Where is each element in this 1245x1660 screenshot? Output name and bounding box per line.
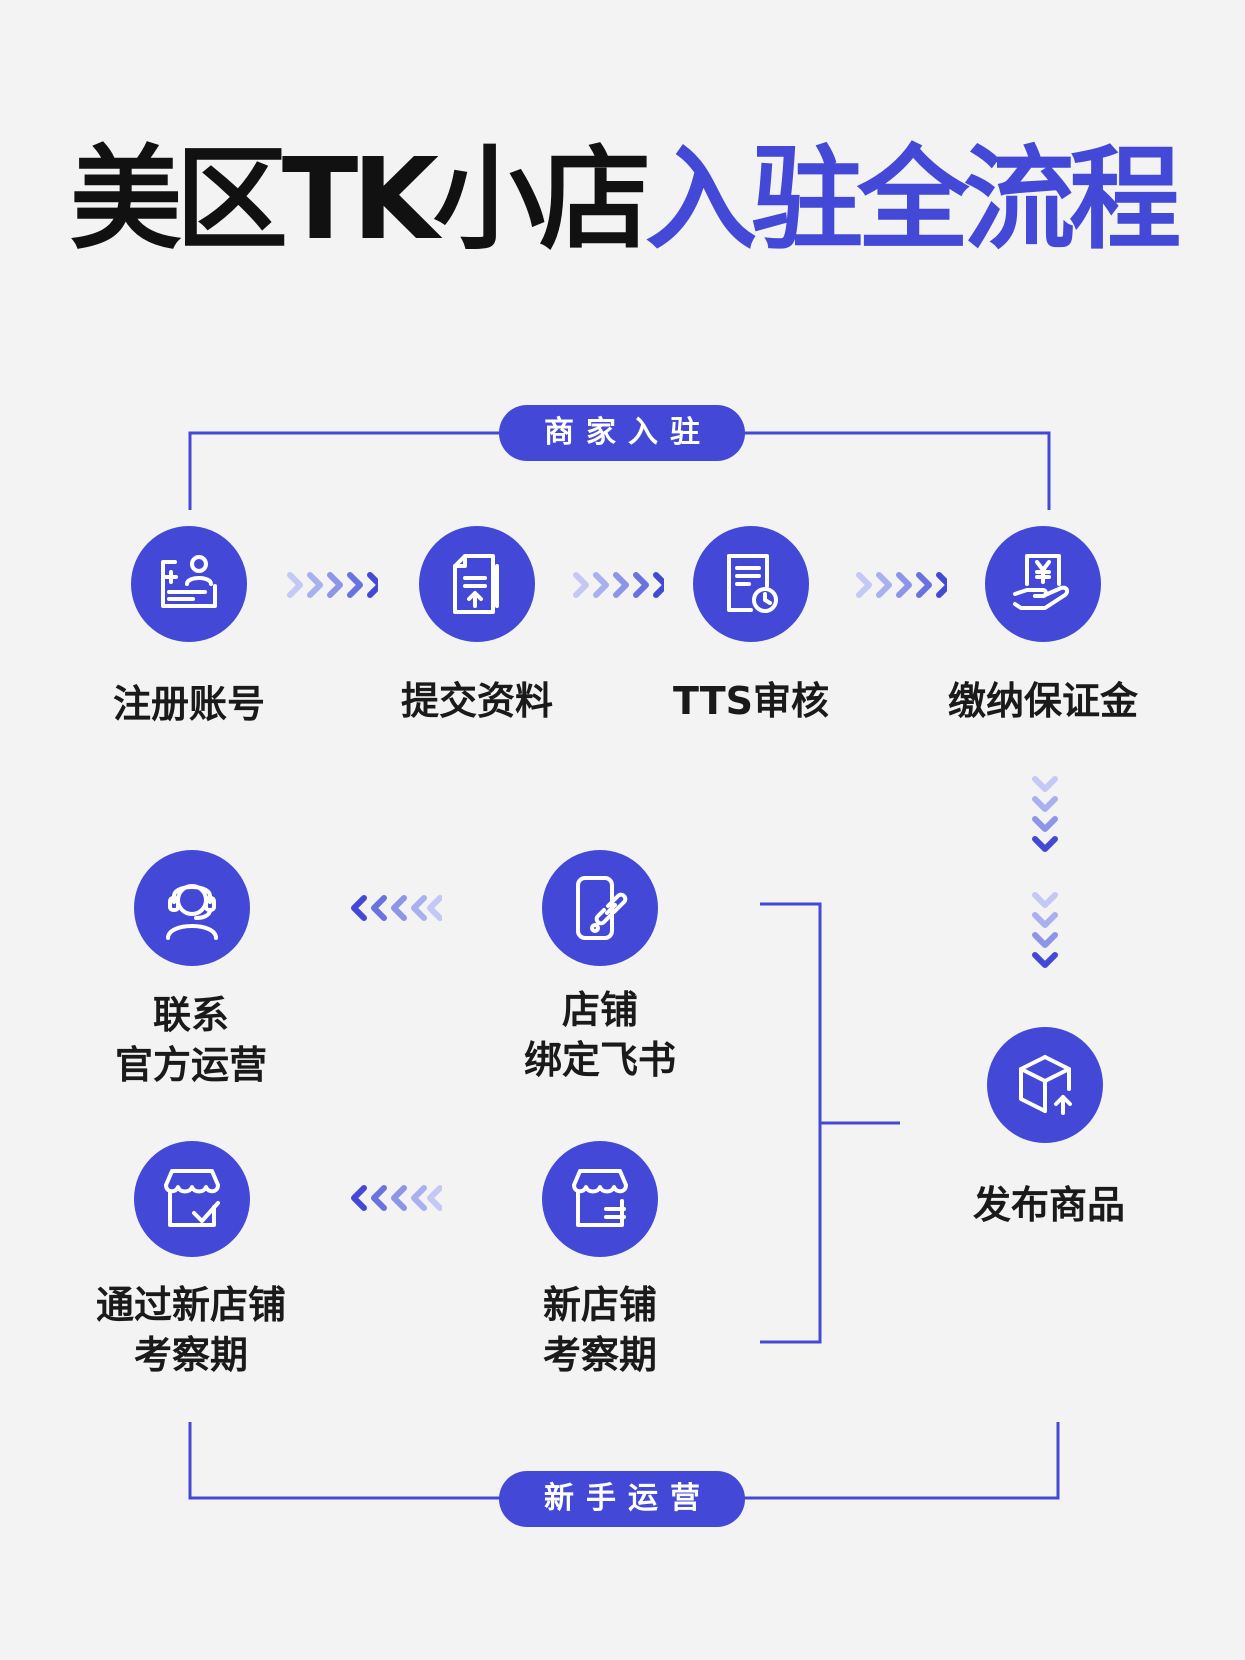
new-store-step <box>542 1141 658 1257</box>
box-upload-icon <box>1019 1055 1072 1115</box>
chevron-down-arrows-1 <box>1032 776 1058 852</box>
bind-label-line1: 店铺 <box>561 988 638 1032</box>
phone-link-icon <box>576 876 628 940</box>
pass-label-line2: 考察期 <box>133 1333 248 1377</box>
pass-label-line1: 通过新店铺 <box>95 1283 286 1327</box>
pass-label: 通过新店铺 考察期 <box>76 1280 306 1380</box>
title-black: 美区TK小店 <box>69 135 651 265</box>
contact-label-line2: 官方运营 <box>114 1043 267 1087</box>
chevron-right-arrows-1 <box>287 572 378 598</box>
contact-label-line1: 联系 <box>152 993 229 1037</box>
bind-label-line2: 绑定飞书 <box>523 1038 676 1082</box>
register-label: 注册账号 <box>112 682 265 726</box>
register-step <box>131 526 247 642</box>
publish-step <box>987 1027 1103 1143</box>
store-check-icon <box>164 1169 220 1227</box>
user-card-icon <box>161 555 217 608</box>
chevron-right-arrows-3 <box>856 572 947 598</box>
chevron-left-arrows-2 <box>351 1185 442 1211</box>
new-store-label-line2: 考察期 <box>542 1333 657 1377</box>
chevron-right-arrows-2 <box>573 572 664 598</box>
store-icon <box>572 1169 628 1227</box>
headset-user-icon <box>166 884 218 940</box>
new-store-label: 新店铺 考察期 <box>490 1280 710 1380</box>
document-clock-icon <box>727 554 778 613</box>
chevron-left-arrows-1 <box>351 895 442 921</box>
newbie-ops-badge: 新手运营 <box>499 1471 745 1527</box>
chevron-down-arrows-2 <box>1032 892 1058 968</box>
new-store-label-line1: 新店铺 <box>542 1283 657 1327</box>
review-label: TTS审核 <box>672 679 830 723</box>
bind-label: 店铺 绑定飞书 <box>490 985 710 1085</box>
review-step <box>693 526 809 642</box>
contact-step <box>134 850 250 966</box>
deposit-step <box>985 526 1101 642</box>
submit-step <box>419 526 535 642</box>
publish-label: 发布商品 <box>972 1183 1125 1227</box>
pass-step <box>134 1141 250 1257</box>
yen-hand-icon <box>1013 554 1070 610</box>
title-blue: 入驻全流程 <box>645 135 1181 265</box>
page-title: 美区TK小店入驻全流程 <box>0 135 1245 265</box>
merge-bracket-line <box>760 902 822 1344</box>
submit-label: 提交资料 <box>400 679 553 723</box>
deposit-label: 缴纳保证金 <box>947 679 1138 723</box>
document-upload-icon <box>453 554 499 614</box>
bind-step <box>542 850 658 966</box>
merchant-entry-badge: 商家入驻 <box>499 405 745 461</box>
contact-label: 联系 官方运营 <box>81 990 301 1090</box>
